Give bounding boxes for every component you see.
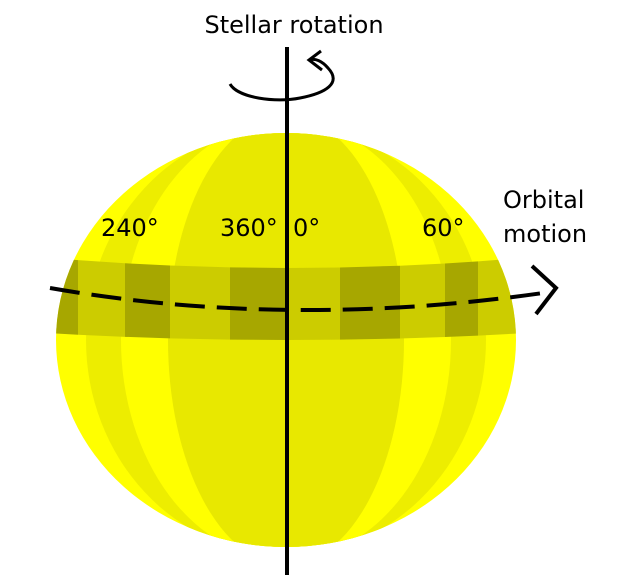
- rotation-arrow: [228, 57, 335, 102]
- equatorial-band: [56, 257, 516, 340]
- stellar-rotation-label: Stellar rotation: [204, 11, 383, 39]
- band-segment: [478, 257, 516, 336]
- longitude-label-360: 360°: [220, 214, 278, 242]
- star-sphere: [56, 133, 516, 547]
- rotation-arrowhead-icon: [306, 49, 323, 72]
- band-segment: [56, 257, 78, 335]
- longitude-label-0: 0°: [293, 214, 320, 242]
- band-segment: [170, 265, 230, 340]
- band-segment: [287, 267, 340, 340]
- orbital-motion-label-line1: Orbital: [503, 186, 584, 214]
- band-segment: [340, 265, 400, 340]
- band-segment: [400, 263, 445, 339]
- orbital-path: [49, 286, 551, 313]
- band-segment: [445, 261, 478, 338]
- orbital-motion-label-line2: motion: [503, 220, 587, 248]
- orbital-arrowhead-icon: [530, 264, 559, 316]
- longitude-label-60: 60°: [422, 214, 465, 242]
- longitude-label-240: 240°: [101, 214, 159, 242]
- band-segment: [78, 260, 125, 337]
- band-segment: [230, 267, 287, 340]
